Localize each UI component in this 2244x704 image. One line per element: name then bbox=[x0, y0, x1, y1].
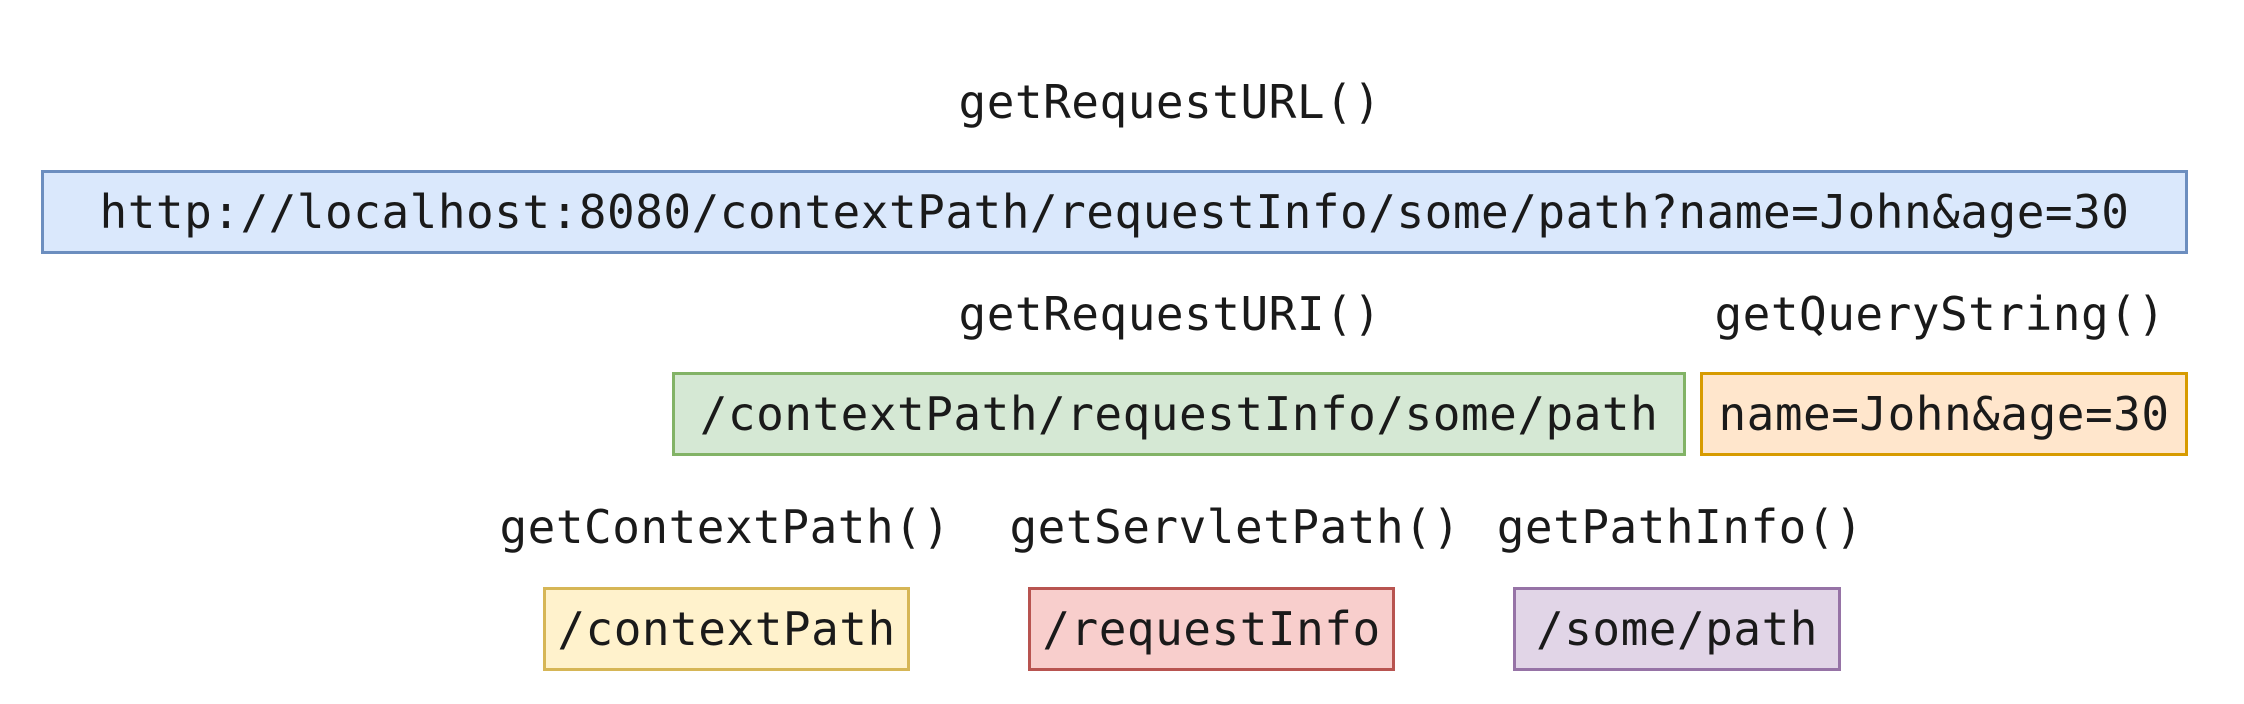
get-request-url-label: getRequestURL() bbox=[958, 75, 1382, 129]
context-path-box: /contextPath bbox=[543, 587, 910, 671]
get-query-string-label: getQueryString() bbox=[1714, 287, 2166, 341]
get-servlet-path-label: getServletPath() bbox=[1009, 500, 1461, 554]
path-info-box: /some/path bbox=[1513, 587, 1841, 671]
get-context-path-label: getContextPath() bbox=[499, 500, 951, 554]
get-request-uri-label: getRequestURI() bbox=[958, 287, 1382, 341]
servlet-path-box: /requestInfo bbox=[1028, 587, 1395, 671]
query-string-box: name=John&age=30 bbox=[1700, 372, 2188, 456]
request-uri-box: /contextPath/requestInfo/some/path bbox=[672, 372, 1686, 456]
request-url-box: http://localhost:8080/contextPath/reques… bbox=[41, 170, 2188, 254]
get-path-info-label: getPathInfo() bbox=[1496, 500, 1864, 554]
